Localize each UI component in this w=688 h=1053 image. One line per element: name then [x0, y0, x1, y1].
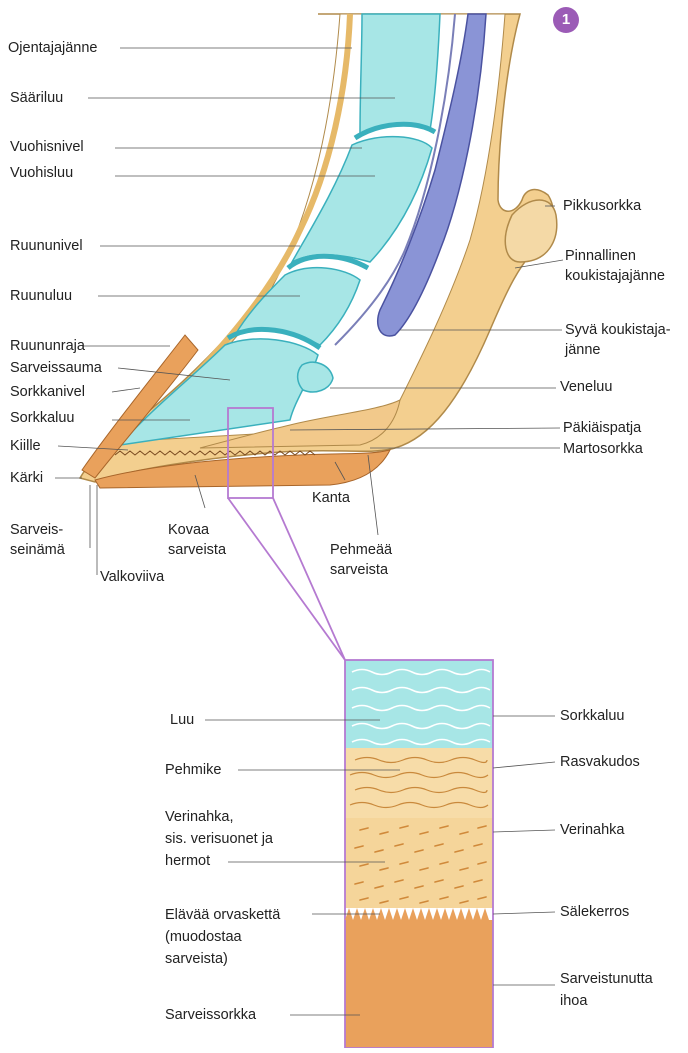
label-pehmike: Pehmike [165, 760, 221, 780]
label-verinahka-right: Verinahka [560, 820, 625, 840]
label-pinnallinen: Pinnallinen koukistajajänne [565, 246, 665, 286]
dewclaw [505, 200, 556, 262]
label-verinahka-left: Verinahka, sis. verisuonet ja hermot [165, 806, 273, 872]
label-syva: Syvä koukistaja- jänne [565, 320, 671, 360]
zoom-connector-left [228, 498, 345, 660]
label-vuohisluu: Vuohisluu [10, 163, 73, 183]
label-kanta: Kanta [312, 488, 350, 508]
label-pehmeaa-sarveista: Pehmeää sarveista [330, 540, 392, 580]
label-sorkkaluu-detail: Sorkkaluu [560, 706, 624, 726]
figure-number-badge: 1 [553, 7, 579, 33]
cannon-bone [360, 14, 440, 135]
label-veneluu: Veneluu [560, 377, 612, 397]
label-ruununraja: Ruununraja [10, 336, 85, 356]
detail-column [345, 660, 493, 1048]
label-valkoviiva: Valkoviiva [100, 567, 164, 587]
label-sarveissorkka: Sarveissorkka [165, 1005, 256, 1025]
label-sorkkaluu: Sorkkaluu [10, 408, 74, 428]
label-pikkusorkka: Pikkusorkka [563, 196, 641, 216]
label-sarveistunutta: Sarveistunutta ihoa [560, 968, 653, 1012]
label-pakiaispatja: Päkiäispatja [563, 418, 641, 438]
label-rasvakudos: Rasvakudos [560, 752, 640, 772]
label-sarveissauma: Sarveissauma [10, 358, 102, 378]
label-sariluu: Sääriluu [10, 88, 63, 108]
label-ruununivel: Ruununivel [10, 236, 83, 256]
label-salekerros: Sälekerros [560, 902, 629, 922]
label-elavaa-orvasketta: Elävää orvaskettä (muodostaa sarveista) [165, 904, 280, 970]
label-ruunuluu: Ruunuluu [10, 286, 72, 306]
label-sarveisseinama: Sarveis- seinämä [10, 520, 65, 560]
label-kiille: Kiille [10, 436, 41, 456]
label-vuohisnivel: Vuohisnivel [10, 137, 84, 157]
label-kovaa-sarveista: Kovaa sarveista [168, 520, 226, 560]
label-sorkkanivel: Sorkkanivel [10, 382, 85, 402]
label-luu: Luu [170, 710, 194, 730]
label-ojentajajanne: Ojentajajänne [8, 38, 98, 58]
label-martosorkka: Martosorkka [563, 439, 643, 459]
label-karki: Kärki [10, 468, 43, 488]
